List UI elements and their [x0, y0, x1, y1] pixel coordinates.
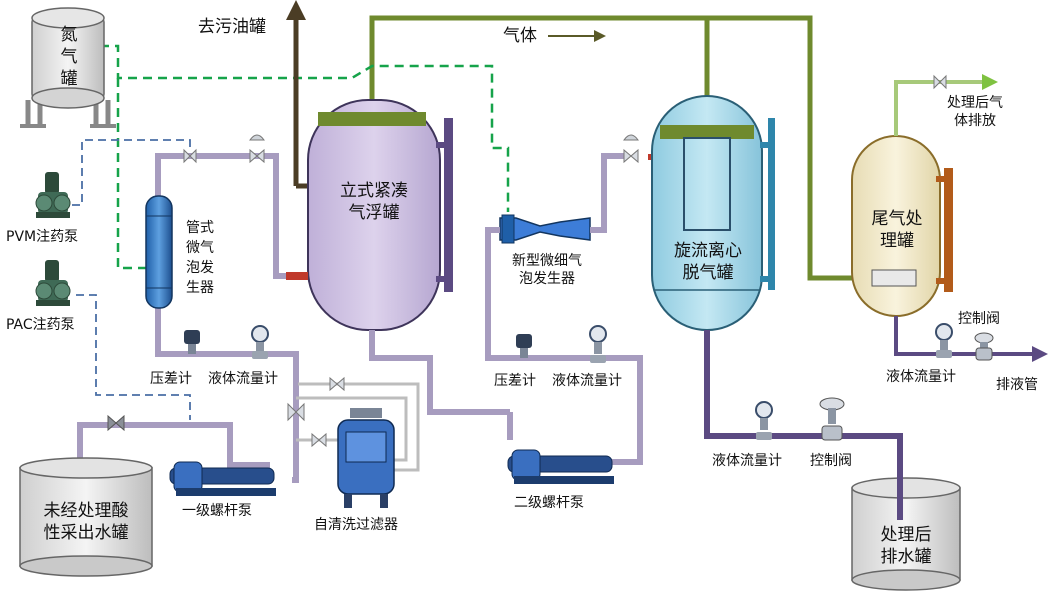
treated-water-tank: [851, 436, 961, 591]
flow-meter-bottom-label: 液体流量计: [712, 453, 782, 469]
tail-gas-valve-icon: [933, 74, 947, 90]
chemical-lines: [72, 139, 191, 420]
flow-meter-2-label: 液体流量计: [552, 373, 622, 389]
liquid-pipes-stage1: [77, 153, 300, 483]
valve-icon: [183, 148, 197, 164]
oil-tank-label: 去污油罐: [198, 17, 266, 37]
raw-water-valve-icon: [107, 414, 125, 432]
flow-meter-1-label: 液体流量计: [208, 371, 278, 387]
self-clean-filter-label: 自清洗过滤器: [314, 517, 398, 533]
screw-pump-icon: [507, 449, 614, 484]
control-valve-right-label: 控制阀: [958, 311, 1000, 327]
pvm-pump-icon: [35, 172, 71, 218]
new-micro-bubble-generator: [499, 214, 591, 244]
screw-pump-1-label: 一级螺杆泵: [182, 503, 252, 519]
control-valve-icon: [974, 332, 994, 361]
control-valve-bottom-label: 控制阀: [810, 453, 852, 469]
swirl-tank-label: 旋流离心 脱气罐: [674, 241, 742, 283]
screw-pump-icon: [169, 461, 276, 496]
dp-meter-2-label: 压差计: [494, 373, 536, 389]
nitrogen-tank-label: 氮 气 罐: [60, 25, 78, 89]
gate-valve-2-icon: [623, 134, 639, 164]
tail-gas-tank-label: 尾气处 理罐: [871, 209, 923, 251]
nitrogen-tank: [20, 7, 116, 128]
valve-icon: [287, 402, 305, 422]
filter-icon: [337, 408, 395, 508]
swirl-degassing-tank: [651, 95, 775, 439]
pac-pump-icon: [35, 260, 71, 306]
nitrogen-line: [100, 44, 510, 270]
flotation-tank: [286, 99, 510, 415]
tube-micro-bubble-label: 管式 微气 泡发 生器: [186, 220, 214, 296]
screw-pump-2-label: 二级螺杆泵: [514, 495, 584, 511]
pac-pump-label: PAC注药泵: [6, 317, 75, 333]
treated-gas-label: 处理后气 体排放: [947, 95, 1003, 129]
gas-label: 气体: [503, 26, 537, 46]
meter-icon: [251, 325, 269, 359]
flotation-tank-label: 立式紧凑 气浮罐: [340, 181, 408, 223]
valve-icon: [311, 376, 345, 448]
tail-gas-tank: [851, 74, 1048, 362]
tube-micro-bubble-generator: [145, 195, 173, 309]
raw-water-tank-label: 未经处理酸 性采出水罐: [43, 501, 129, 543]
dp-meter-1-label: 压差计: [150, 371, 192, 387]
meter-icon: [589, 325, 607, 363]
new-micro-bubble-label: 新型微细气 泡发生器: [512, 253, 582, 287]
meter-icon: [755, 401, 773, 440]
treated-water-tank-label: 处理后 排水罐: [880, 525, 932, 567]
pvm-pump-label: PVM注药泵: [6, 229, 79, 245]
meter-icon: [935, 323, 953, 358]
drain-pipe-label: 排液管: [996, 377, 1038, 393]
meter-icon: [516, 334, 532, 358]
flow-meter-right-label: 液体流量计: [886, 369, 956, 385]
liquid-pipes-stage2: [485, 153, 643, 465]
raw-water-tank: [19, 457, 153, 577]
meter-icon: [184, 330, 200, 354]
control-valve-icon: [819, 397, 845, 441]
gate-valve-icon: [249, 134, 265, 164]
